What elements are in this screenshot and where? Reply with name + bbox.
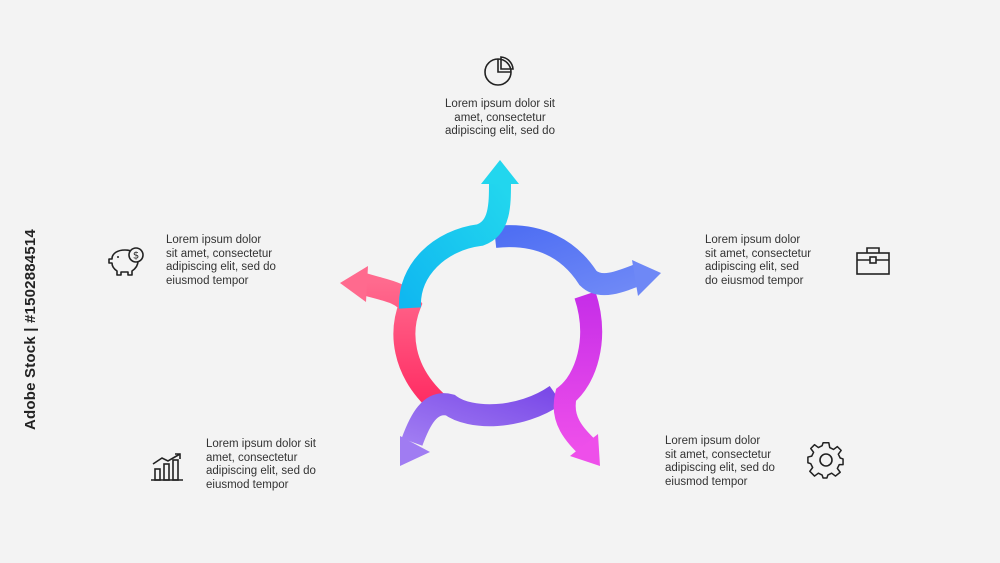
briefcase-icon xyxy=(856,247,890,275)
arrow-segment-left xyxy=(354,271,448,414)
text-right: Lorem ipsum dolor sit amet, consectetur … xyxy=(705,234,812,287)
arrow-segment-right xyxy=(493,225,645,296)
arrow-segment-bottom-left xyxy=(401,385,563,446)
piggy-bank-icon: $ xyxy=(108,247,144,276)
arrow-head-left xyxy=(340,266,368,302)
stock-watermark-id: Adobe Stock | #1502884514 xyxy=(22,229,39,430)
arrow-head-bottom-right xyxy=(570,434,600,466)
pie-chart-icon xyxy=(484,56,514,86)
text-left: Lorem ipsum dolor sit amet, consectetur … xyxy=(166,234,276,287)
svg-text:$: $ xyxy=(133,251,139,262)
arrow-segment-top xyxy=(398,181,511,309)
text-bottom-right: Lorem ipsum dolor sit amet, consectetur … xyxy=(665,435,775,488)
arrow-head-top xyxy=(481,160,519,184)
arrow-head-bottom-left xyxy=(400,436,430,466)
arrow-segment-bottom-right xyxy=(553,291,603,456)
text-top: Lorem ipsum dolor sit amet, consectetur … xyxy=(445,98,555,138)
gear-icon xyxy=(807,442,844,479)
arrow-head-right xyxy=(632,260,661,296)
bar-chart-icon xyxy=(151,453,183,481)
text-bottom-left: Lorem ipsum dolor sit amet, consectetur … xyxy=(206,438,316,491)
